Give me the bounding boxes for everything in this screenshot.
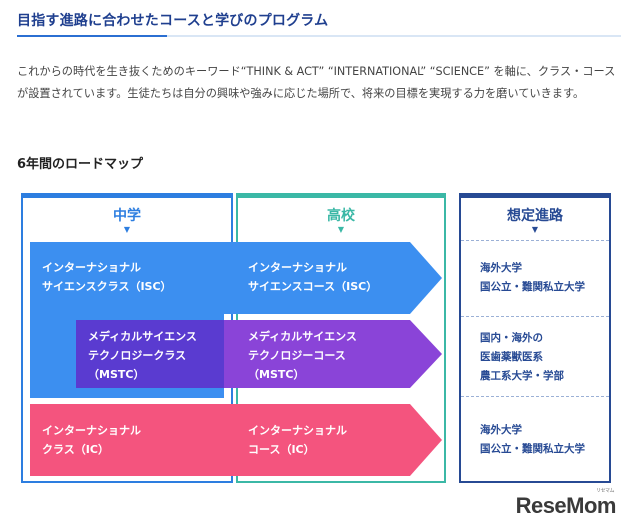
mstc-band-junior-high (76, 320, 224, 388)
isc-label-junior-high: インターナショナル サイエンスクラス（ISC） (42, 261, 172, 293)
ic-arrow (30, 404, 442, 476)
ic-label-senior-high: インターナショナル コース（IC） (248, 424, 347, 456)
chevron-down-icon: ▼ (531, 225, 539, 234)
career-divider (461, 396, 609, 397)
mstc-arrow (224, 320, 442, 388)
mstc-label-senior-high: メディカルサイエンス テクノロジーコース （MSTC） (248, 330, 357, 381)
column-junior-high-topbar (21, 193, 233, 198)
column-senior-high-topbar (236, 193, 446, 198)
career-ic: 海外大学 国公立・難関私立大学 (480, 424, 585, 455)
ic-label-junior-high: インターナショナル クラス（IC） (42, 424, 141, 456)
isc-arrow-shape (224, 242, 442, 314)
career-mstc: 国内・海外の 医歯薬獣医系 農工系大学・学部 (480, 332, 564, 382)
isc-arrow (224, 242, 442, 314)
title-divider-accent (17, 35, 167, 37)
column-career-label: 想定進路 (507, 208, 563, 224)
mstc-arrow-shape (224, 320, 442, 388)
section-title: 目指す進路に合わせたコースと学びのプログラム (17, 13, 329, 29)
ic-arrow-shape (30, 404, 442, 476)
title-divider (17, 35, 621, 37)
isc-label-senior-high: インターナショナル サイエンスコース（ISC） (248, 261, 378, 293)
chevron-down-icon: ▼ (123, 225, 131, 234)
resemom-watermark-logo: ReseMom リセマム (515, 488, 617, 518)
column-senior-high-label: 高校 (327, 208, 355, 224)
column-junior-high-label: 中学 (113, 208, 141, 224)
career-isc: 海外大学 国公立・難関私立大学 (480, 262, 585, 293)
intro-paragraph: これからの時代を生き抜くためのキーワード“THINK & ACT” “INTER… (17, 65, 616, 100)
mstc-label-junior-high: メディカルサイエンス テクノロジークラス （MSTC） (88, 330, 197, 381)
column-career-topbar (459, 193, 611, 198)
chevron-down-icon: ▼ (337, 225, 345, 234)
career-divider (461, 240, 609, 241)
career-divider (461, 316, 609, 317)
roadmap-title: 6年間のロードマップ (17, 157, 144, 172)
